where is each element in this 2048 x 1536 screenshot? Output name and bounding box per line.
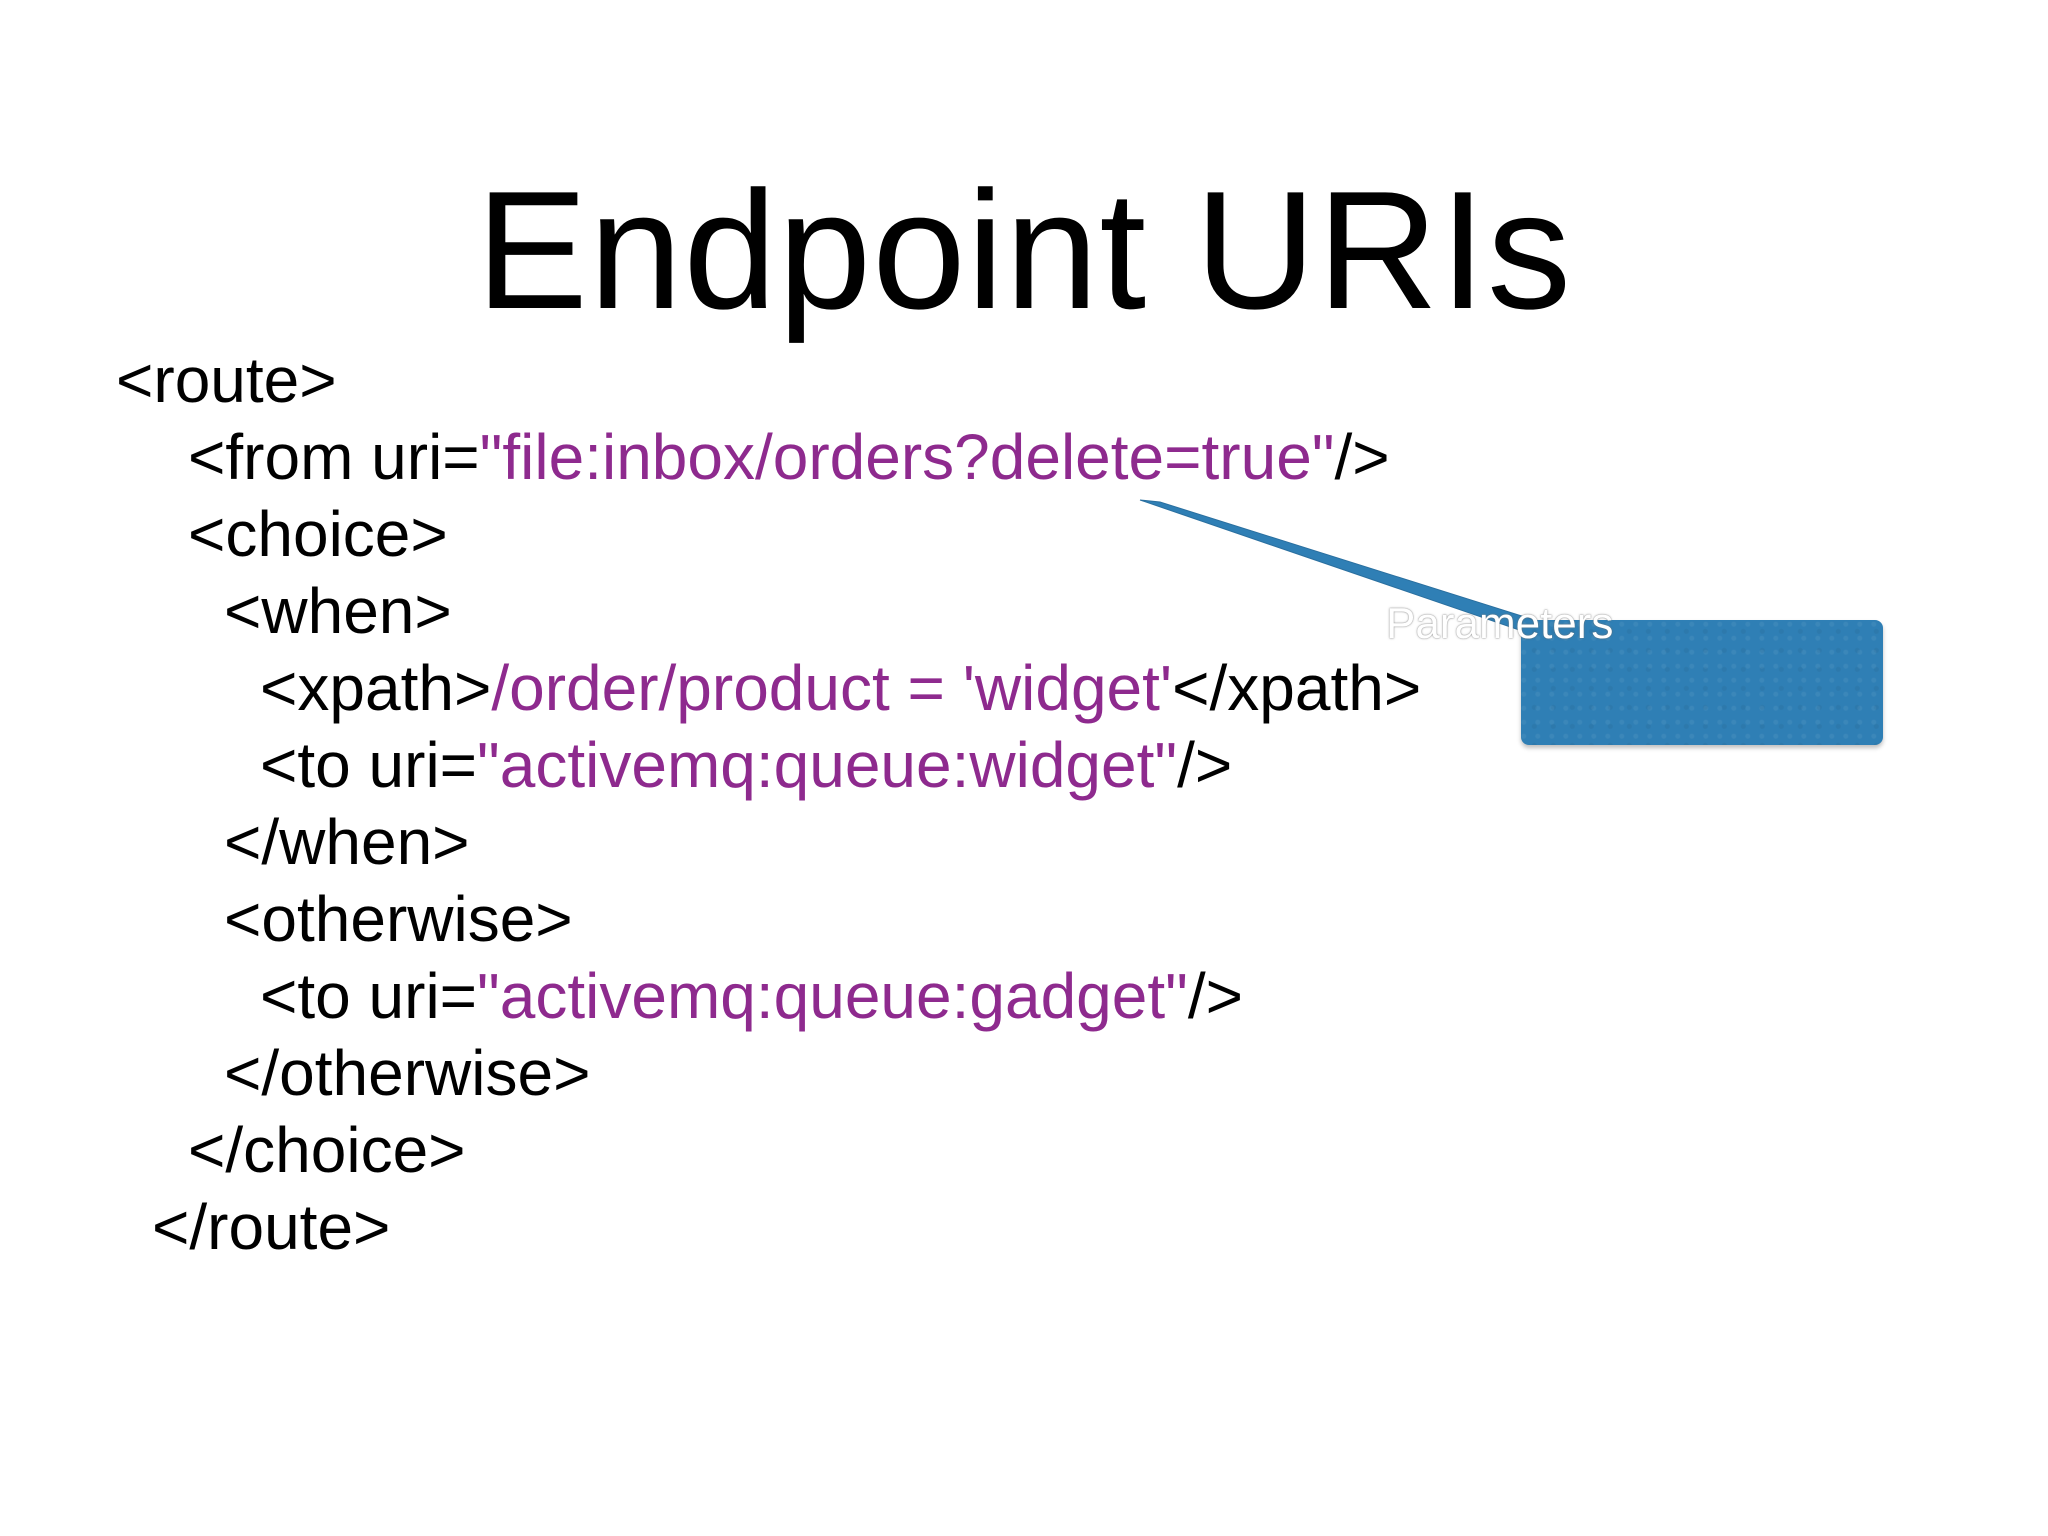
code-token-value: "file:inbox/orders?delete=true" — [479, 421, 1335, 493]
code-token-tag: <from uri= — [188, 421, 480, 493]
code-line: </when> — [224, 807, 470, 877]
code-token-tag: </xpath> — [1172, 652, 1422, 724]
code-token-tag: </otherwise> — [224, 1037, 591, 1109]
code-line: </route> — [152, 1192, 390, 1262]
code-token-tag: <route> — [116, 344, 337, 416]
code-token-tag: <to uri= — [260, 729, 478, 801]
code-token-tag: <when> — [224, 575, 452, 647]
slide-title: Endpoint URIs — [475, 156, 1573, 344]
code-line: <when> — [224, 576, 452, 646]
code-token-tag: <xpath> — [260, 652, 492, 724]
code-token-tag: </route> — [152, 1191, 391, 1263]
code-line: <from uri="file:inbox/orders?delete=true… — [188, 422, 1390, 492]
code-token-value: "activemq:queue:gadget" — [477, 960, 1188, 1032]
code-token-tag: <to uri= — [260, 960, 478, 1032]
code-token-tag: /> — [1334, 421, 1390, 493]
callout-label: Parameters — [1386, 599, 1614, 648]
code-token-tag: </when> — [224, 806, 470, 878]
code-line: <choice> — [188, 499, 448, 569]
code-line: </otherwise> — [224, 1038, 590, 1108]
code-token-tag: /> — [1177, 729, 1233, 801]
code-token-value: /order/product = 'widget' — [491, 652, 1173, 724]
code-line: <to uri="activemq:queue:widget"/> — [260, 730, 1232, 800]
code-line: <otherwise> — [224, 884, 573, 954]
code-token-tag: <otherwise> — [224, 883, 573, 955]
callout-box — [1521, 620, 1883, 745]
code-token-value: "activemq:queue:widget" — [477, 729, 1178, 801]
code-line: <xpath>/order/product = 'widget'</xpath> — [260, 653, 1421, 723]
code-token-tag: <choice> — [188, 498, 448, 570]
code-line: </choice> — [188, 1115, 466, 1185]
code-token-tag: </choice> — [188, 1114, 466, 1186]
code-line: <route> — [116, 345, 337, 415]
code-line: <to uri="activemq:queue:gadget"/> — [260, 961, 1243, 1031]
code-token-tag: /> — [1187, 960, 1243, 1032]
